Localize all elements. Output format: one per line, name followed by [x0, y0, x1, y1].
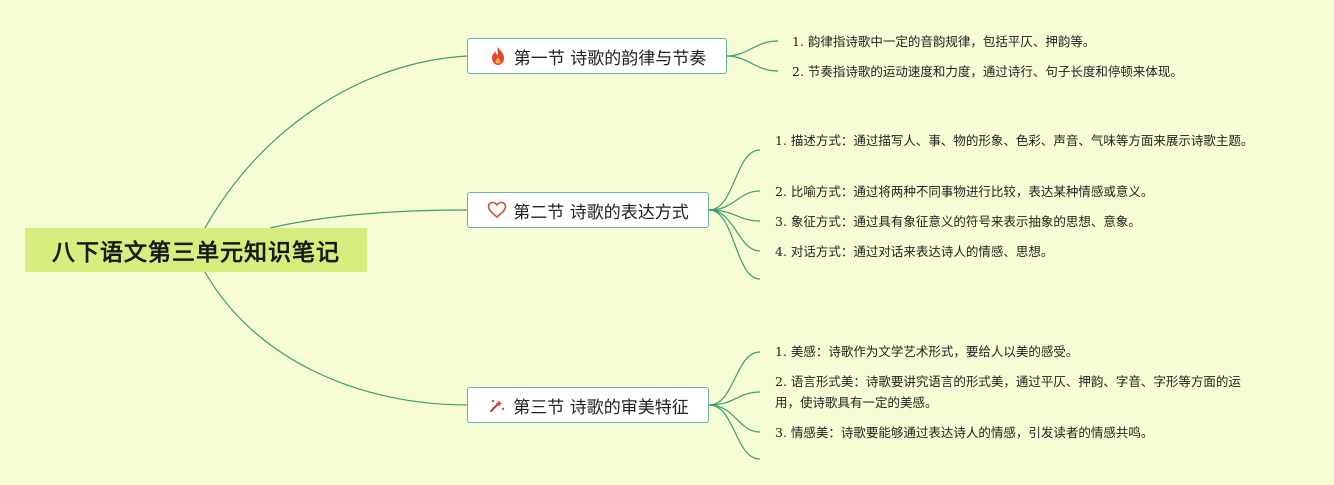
section-1-title: 第一节 诗歌的韵律与节奏	[513, 48, 707, 69]
section-2-node[interactable]: 第二节 诗歌的表达方式	[467, 192, 709, 228]
connector-root-s3	[204, 271, 468, 406]
section-3-note-2: 2. 语言形式美：诗歌要讲究语言的形式美，通过平仄、押韵、字音、字形等方面的运用…	[775, 374, 1241, 410]
connector-s2-end	[708, 209, 761, 280]
connector-s2-n1	[708, 149, 761, 211]
section-3-note-1: 1. 美感：诗歌作为文学艺术形式，要给人以美的感受。	[775, 344, 1079, 359]
connector-root-s2	[269, 209, 468, 229]
connector-s3-end	[708, 404, 761, 460]
section-2-note-1: 1. 描述方式：通过描写人、事、物的形象、色彩、声音、气味等方面来展示诗歌主题。	[775, 133, 1254, 148]
connector-s3-n1	[708, 351, 761, 406]
section-2-note-4: 4. 对话方式：通过对话来表达诗人的情感、思想。	[775, 244, 1054, 259]
root-topic[interactable]: 八下语文第三单元知识笔记	[25, 228, 367, 272]
section-1-note-2: 2. 节奏指诗歌的运动速度和力度，通过诗行、句子长度和停顿来体现。	[792, 64, 1183, 79]
section-3-node[interactable]: 第三节 诗歌的审美特征	[467, 387, 709, 423]
section-3-title: 第三节 诗歌的审美特征	[513, 397, 689, 418]
section-1-node[interactable]: 第一节 诗歌的韵律与节奏	[467, 38, 727, 74]
section-1-note-1: 1. 韵律指诗歌中一定的音韵规律，包括平仄、押韵等。	[792, 34, 1096, 49]
section-3-note-3: 3. 情感美：诗歌要能够通过表达诗人的情感，引发读者的情感共鸣。	[775, 425, 1154, 440]
section-2-title: 第二节 诗歌的表达方式	[513, 202, 689, 223]
section-2-note-2: 2. 比喻方式：通过将两种不同事物进行比较，表达某种情感或意义。	[775, 184, 1154, 199]
connector-s3-n2	[708, 391, 761, 406]
connector-s2-n2	[708, 190, 761, 211]
heart-icon	[487, 200, 507, 220]
connector-s2-n4	[708, 209, 761, 252]
connector-s1-n2	[726, 55, 779, 72]
sparkle-icon	[487, 395, 507, 415]
fire-icon	[488, 46, 508, 66]
root-title: 八下语文第三单元知识笔记	[52, 240, 340, 266]
section-2-note-3: 3. 象征方式：通过具有象征意义的符号来表示抽象的思想、意象。	[775, 214, 1141, 229]
connector-s3-n3	[708, 404, 761, 433]
connector-s1-n1	[726, 40, 779, 57]
connector-root-s1	[204, 55, 468, 229]
